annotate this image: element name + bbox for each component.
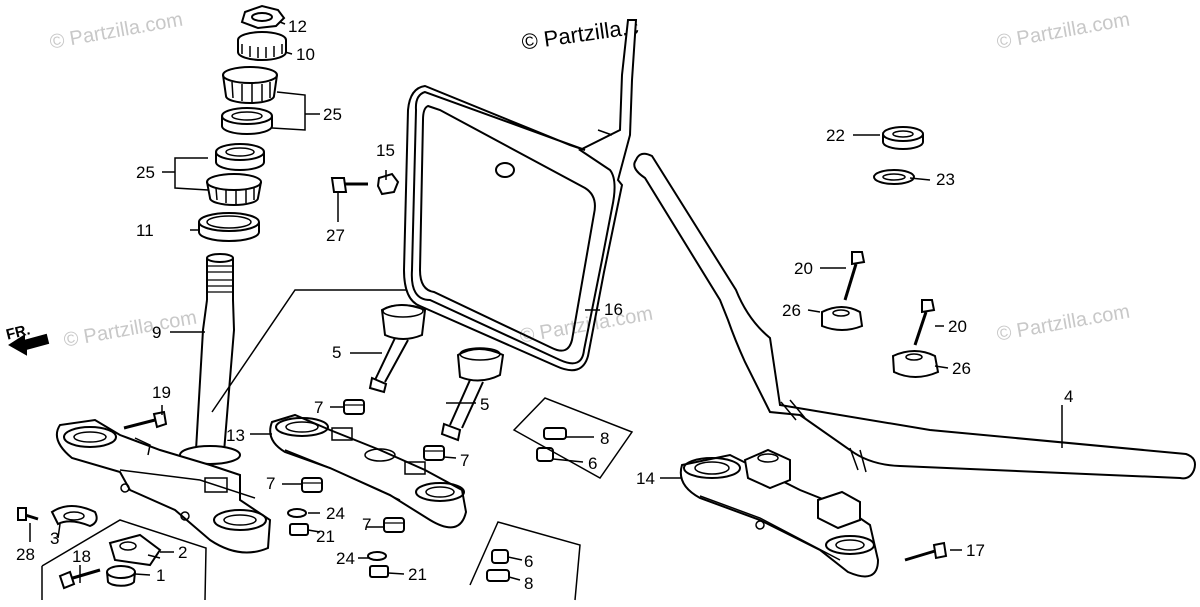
part-label-21: 21: [408, 565, 427, 584]
part-label-24: 24: [326, 504, 345, 523]
part-label-6: 6: [588, 454, 598, 473]
nut-21b: [369, 565, 389, 578]
key-lock-2: [108, 533, 162, 567]
bolt-19: [123, 410, 168, 430]
part-label-5: 5: [332, 343, 342, 362]
nut-7a: [343, 399, 365, 415]
part-label-4: 4: [1064, 387, 1074, 406]
flange-bolt-20b: [913, 299, 936, 346]
dust-seal: [198, 212, 260, 242]
part-label-11: 11: [136, 221, 154, 240]
bearing-upper: [222, 66, 278, 104]
bottom-bridge: [56, 418, 272, 554]
washer-cup-8a: [543, 427, 567, 440]
top-bridge-14: [679, 448, 880, 578]
washer-24b: [367, 551, 387, 561]
part-label-8: 8: [600, 429, 610, 448]
flange-bolt-20a: [843, 251, 866, 301]
number-plate: [402, 19, 638, 372]
seal-23: [873, 169, 915, 185]
part-label-7: 7: [460, 451, 470, 470]
part-label-17: 17: [966, 541, 985, 560]
part-label-20: 20: [794, 259, 813, 278]
collar-15: [376, 172, 400, 196]
part-label-9: 9: [152, 323, 162, 342]
bolt-27: [330, 177, 368, 193]
part-label-26: 26: [952, 359, 971, 378]
bearing-lower: [206, 173, 262, 206]
part-label-25: 25: [136, 163, 155, 182]
part-label-7: 7: [362, 515, 372, 534]
nut-7c: [301, 477, 323, 493]
part-label-23: 23: [936, 170, 955, 189]
leader-lines: [29, 21, 1063, 583]
bushing-6b: [491, 549, 509, 564]
screw-28: [17, 507, 39, 521]
washer-24a: [287, 508, 307, 518]
cap-1: [106, 565, 136, 587]
part-label-24: 24: [336, 549, 355, 568]
holder-post-5a: [368, 304, 427, 394]
group-outline: [41, 289, 634, 601]
nut-7b: [423, 445, 445, 461]
part-label-18: 18: [72, 547, 91, 566]
part-label-25: 25: [323, 105, 342, 124]
part-label-6: 6: [524, 552, 534, 571]
top-bridge-13: [269, 413, 468, 529]
part-label-5: 5: [480, 395, 490, 414]
part-label-8: 8: [524, 574, 534, 593]
clamp-3: [50, 505, 98, 528]
nut-7d: [383, 517, 405, 533]
race-22: [882, 126, 924, 150]
part-label-12: 12: [288, 17, 307, 36]
part-label-21: 21: [316, 527, 335, 546]
part-label-7: 7: [266, 474, 276, 493]
lock-washer: [240, 4, 286, 30]
part-label-20: 20: [948, 317, 967, 336]
part-label-22: 22: [826, 126, 845, 145]
part-label-2: 2: [178, 543, 188, 562]
holder-post-5b: [440, 347, 505, 442]
part-label-15: 15: [376, 141, 395, 160]
part-label-10: 10: [296, 45, 315, 64]
handlebar: [633, 152, 1196, 480]
front-arrow-icon: [8, 333, 50, 356]
part-label-27: 27: [326, 226, 345, 245]
bolt-18: [58, 568, 101, 590]
part-label-19: 19: [152, 383, 171, 402]
part-label-7: 7: [314, 398, 324, 417]
part-label-3: 3: [50, 529, 60, 548]
part-label-26: 26: [782, 301, 801, 320]
race-upper: [221, 107, 273, 135]
part-label-28: 28: [16, 545, 35, 564]
holder-26b: [891, 350, 940, 378]
race-lower: [215, 143, 265, 171]
part-label-1: 1: [156, 566, 166, 585]
part-label-14: 14: [636, 469, 655, 488]
nut-21a: [289, 523, 309, 536]
part-label-13: 13: [226, 426, 245, 445]
bolt-17: [904, 541, 948, 562]
holder-26a: [821, 306, 864, 331]
adjusting-nut: [237, 31, 287, 61]
washer-cup-8b: [486, 569, 510, 582]
part-label-16: 16: [604, 300, 623, 319]
